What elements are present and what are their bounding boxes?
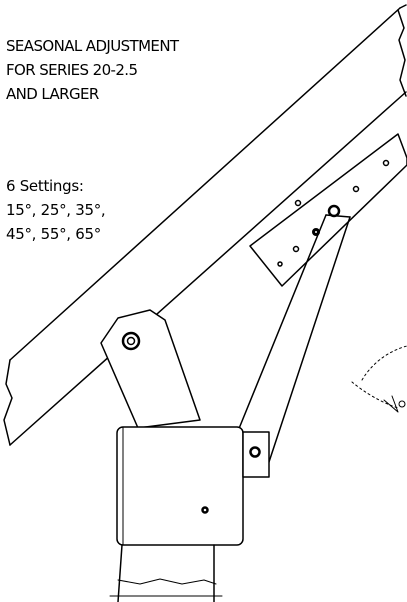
adjustment-arc-indicator xyxy=(351,345,407,413)
bracket-hole xyxy=(292,245,300,253)
adjustment-strut xyxy=(237,214,351,469)
pole xyxy=(109,544,223,602)
bracket-hole xyxy=(352,185,360,193)
bracket-hole xyxy=(382,159,390,167)
plate-bolt-inner xyxy=(126,336,136,346)
settings-values-line-1: 15°, 25°, 35°, xyxy=(6,201,106,219)
collar-set-screw xyxy=(201,506,209,514)
pole-collar xyxy=(116,426,270,546)
bracket-hole xyxy=(294,199,302,207)
mount-plate xyxy=(100,309,201,429)
bracket-pivot-hole xyxy=(327,204,341,218)
diagram-title-line-2: FOR SERIES 20-2.5 xyxy=(6,61,138,79)
plate-bolt xyxy=(121,331,141,351)
bracket-hole xyxy=(277,261,283,267)
panel-frame xyxy=(3,4,407,446)
diagram-title-line-3: AND LARGER xyxy=(6,85,99,103)
adjustment-bracket xyxy=(249,133,407,287)
diagram-title-line-1: SEASONAL ADJUSTMENT xyxy=(6,37,179,55)
collar-side-tab xyxy=(242,431,270,478)
settings-values-line-2: 45°, 55°, 65° xyxy=(6,225,101,243)
collar-tab-bolt xyxy=(249,446,261,458)
settings-heading: 6 Settings: xyxy=(6,177,84,195)
